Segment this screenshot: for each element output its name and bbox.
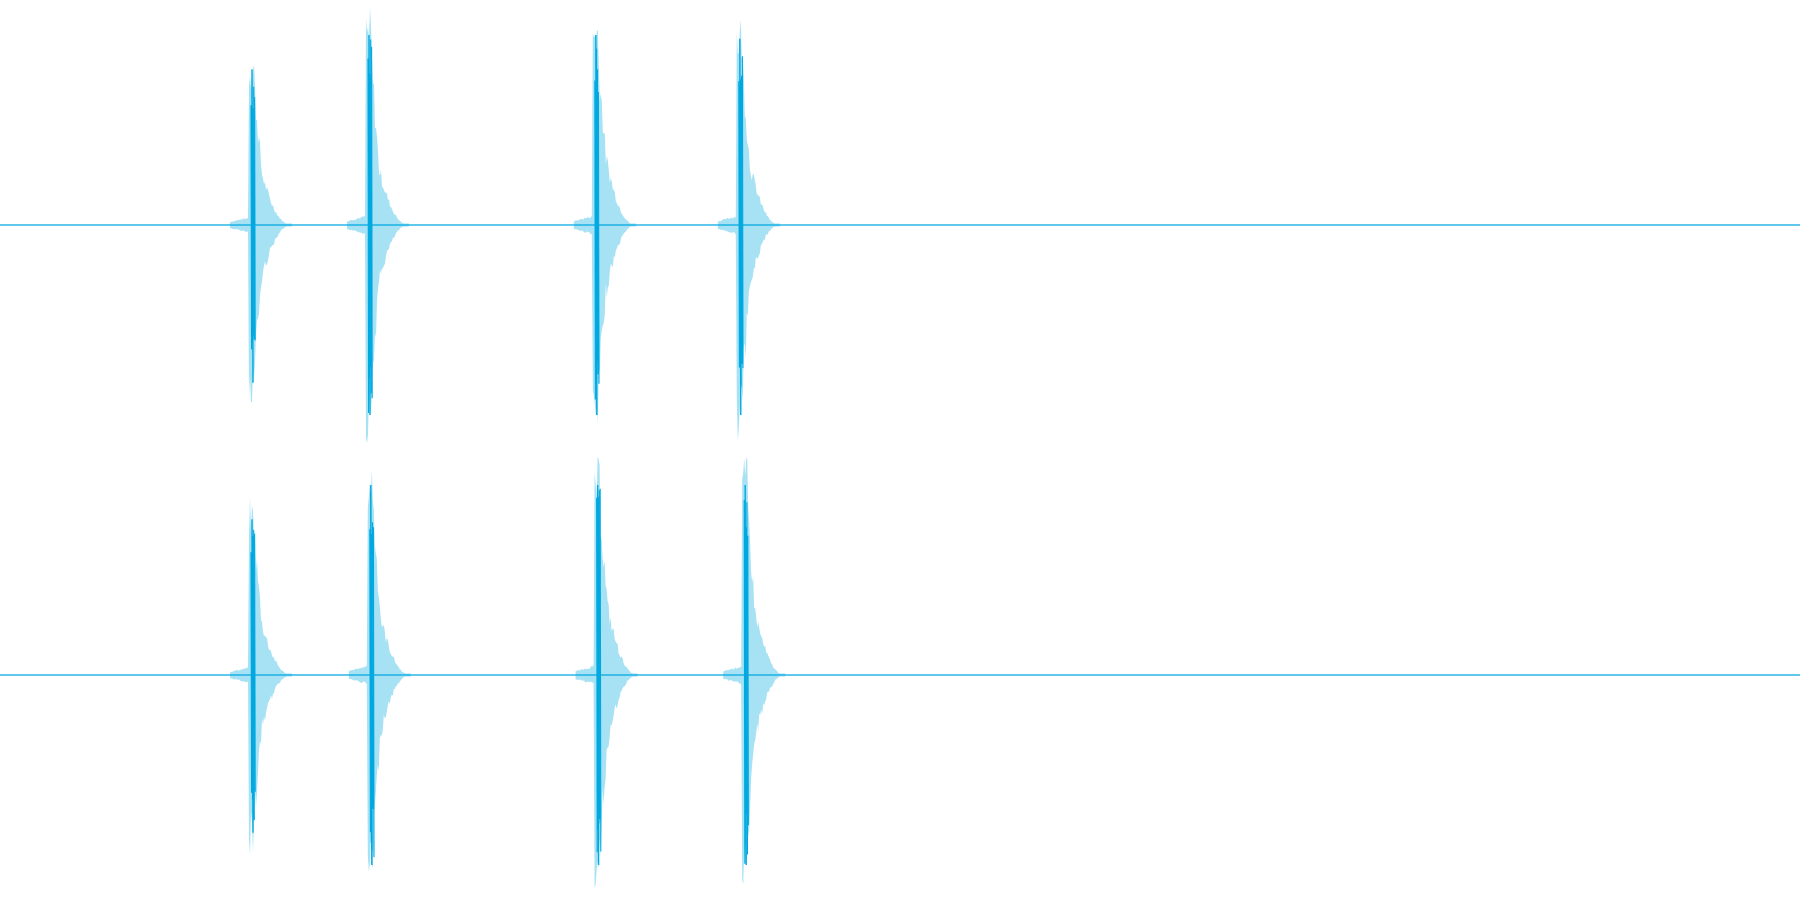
transient-spike xyxy=(746,502,749,855)
transient-envelope xyxy=(230,496,292,856)
transient-spike xyxy=(743,499,746,864)
transient-spike xyxy=(740,75,743,365)
transient-spike xyxy=(372,527,375,858)
transient-envelope xyxy=(575,457,638,889)
transient-spike xyxy=(254,97,256,341)
transient-peak xyxy=(595,34,598,416)
transient-spike xyxy=(254,533,256,792)
transient-peak xyxy=(744,484,747,866)
transient-spike xyxy=(253,86,255,340)
transient-envelope xyxy=(347,8,409,443)
transient-spike xyxy=(250,105,253,350)
transient-envelope xyxy=(230,64,292,403)
transient-spike xyxy=(738,81,740,368)
transient-spike xyxy=(371,522,374,810)
channel-2-waveform[interactable] xyxy=(0,457,1800,889)
transient-spike xyxy=(597,91,600,384)
transient-peak xyxy=(739,38,742,416)
transient-spike xyxy=(596,497,598,853)
transient-spike xyxy=(599,488,602,852)
transient-peak xyxy=(596,484,600,866)
transient-spike xyxy=(371,46,373,399)
transient-envelope xyxy=(723,457,786,884)
transient-peak xyxy=(370,484,373,866)
transient-envelope xyxy=(717,19,780,441)
transient-spike xyxy=(747,535,749,826)
transient-spike xyxy=(598,490,601,820)
channel-1-waveform[interactable] xyxy=(0,8,1800,443)
transient-peak xyxy=(368,34,371,416)
transient-spike xyxy=(367,58,370,414)
transient-peak xyxy=(251,69,254,383)
transient-peak xyxy=(251,519,254,833)
transient-spike xyxy=(370,39,372,394)
transient-spike xyxy=(594,80,596,400)
transient-spike xyxy=(741,56,744,369)
transient-spike xyxy=(596,69,599,375)
transient-envelope xyxy=(573,30,636,425)
transient-spike xyxy=(250,552,253,793)
transient-envelope xyxy=(348,469,411,872)
transient-spike xyxy=(253,529,255,821)
transient-spike xyxy=(369,529,371,833)
